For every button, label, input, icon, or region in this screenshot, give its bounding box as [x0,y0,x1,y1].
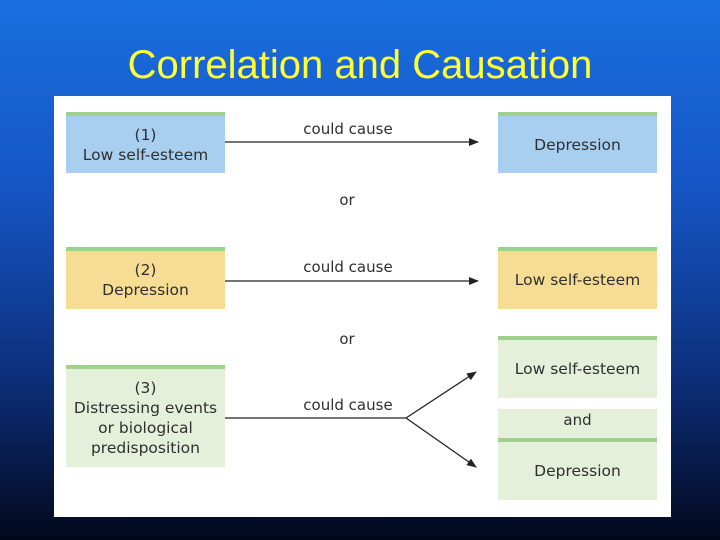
cause-box-2: (2) Depression [66,247,225,309]
effect-box-2: Low self-esteem [498,247,657,309]
connector-or-1: or [339,191,355,209]
edge-label-1: could cause [303,120,393,138]
cause-number: (3) [134,379,157,397]
effect-label: Low self-esteem [514,271,641,289]
cause-number: (2) [134,261,157,279]
effect-label: Depression [534,462,621,480]
effect-label: Low self-esteem [514,360,641,378]
edge-label-2: could cause [303,258,393,276]
cause-box-1: (1) Low self-esteem [66,112,225,173]
effect-box-3-bottom: Depression [498,438,657,500]
cause-label: Low self-esteem [82,145,209,164]
and-label: and [498,409,657,439]
diagram-panel: (1) Low self-esteem could cause Depressi… [54,96,671,517]
slide-title: Correlation and Causation [127,43,593,87]
edge-label-3: could cause [303,396,393,414]
connector-or-2: or [339,330,355,348]
cause-line: or biological [98,419,193,437]
arrows-layer [225,138,479,468]
arrow-3-down [405,417,477,468]
effect-label: Depression [534,135,621,154]
cause-number: (1) [134,125,157,144]
cause-line: Distressing events [73,399,218,417]
cause-box-3: (3) Distressing events or biological pre… [66,365,225,467]
cause-label: Depression [102,281,189,299]
cause-line: predisposition [90,439,200,457]
effect-box-1: Depression [498,112,657,173]
effect-box-3-top: Low self-esteem [498,336,657,398]
arrow-3-up [405,371,477,419]
